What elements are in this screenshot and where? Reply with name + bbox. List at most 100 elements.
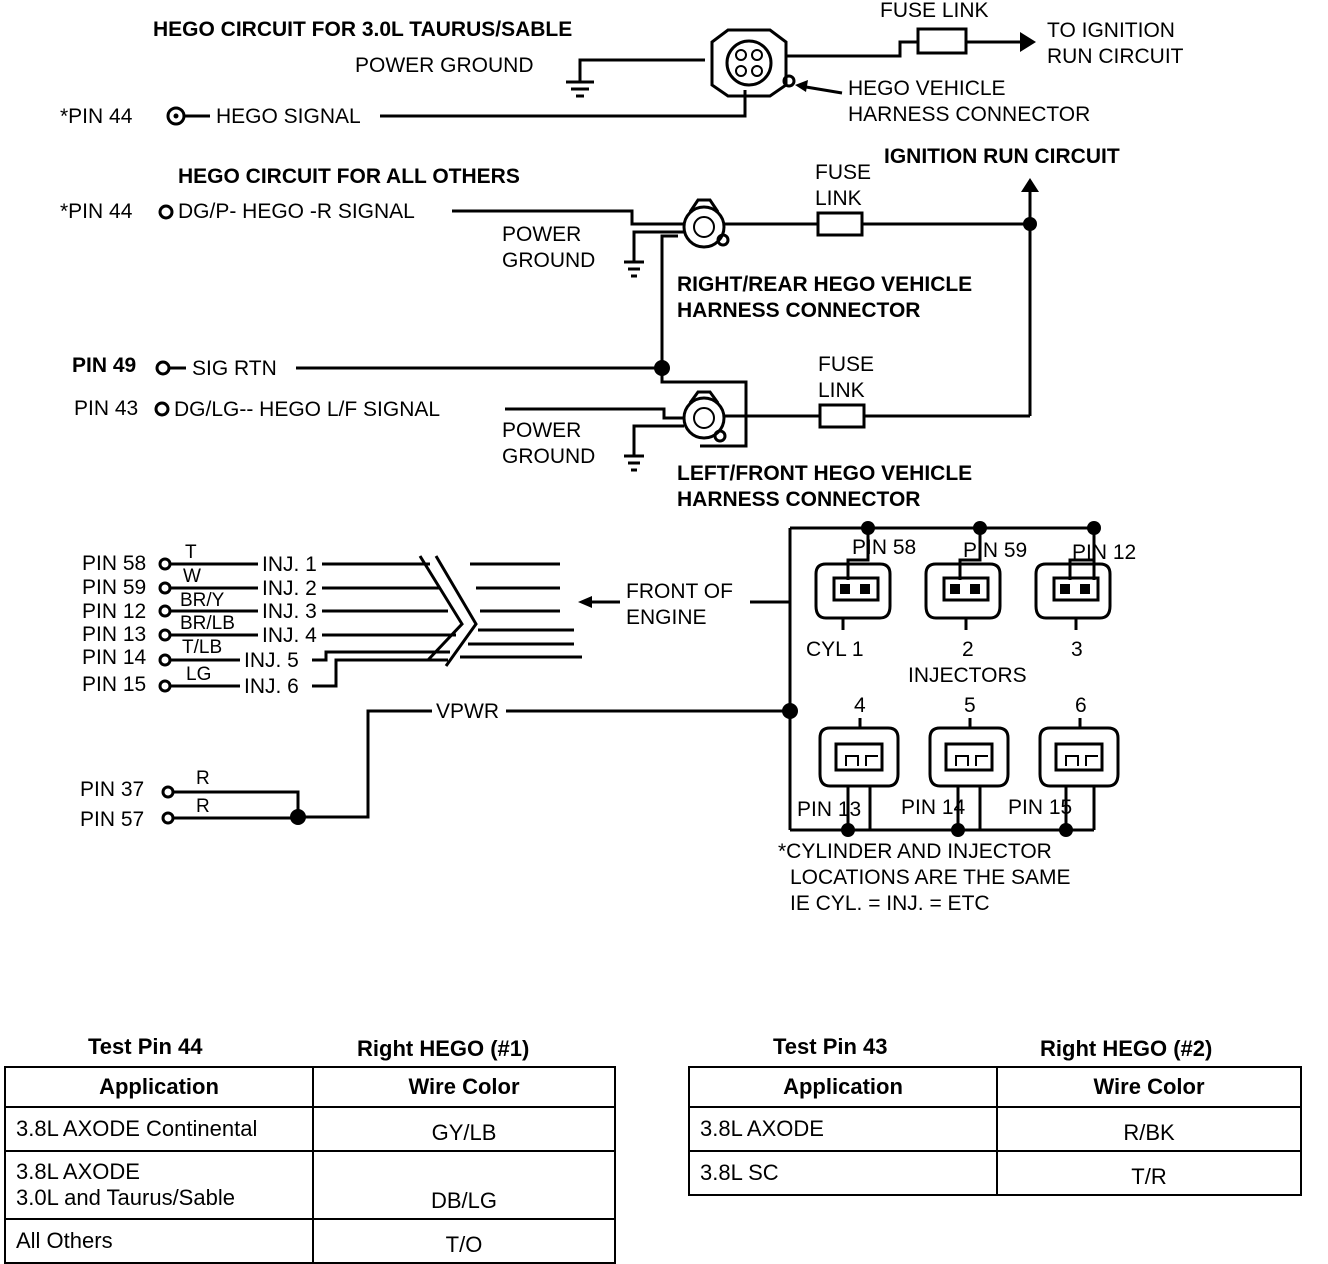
table-row: 3.8L AXODE Continental GY/LB xyxy=(4,1106,616,1152)
left-connector-label-2: HARNESS CONNECTOR xyxy=(677,488,920,511)
power-2: POWER xyxy=(502,419,581,442)
ground-1: GROUND xyxy=(502,249,595,272)
fuse-2-label-a: FUSE xyxy=(818,353,874,376)
front-label-2: ENGINE xyxy=(626,606,707,629)
r-label-1: R xyxy=(196,768,210,789)
pin43-label: PIN 43 xyxy=(74,397,138,420)
pin57-label: PIN 57 xyxy=(80,808,144,831)
bottom-pin-2: PIN 14 xyxy=(901,796,966,819)
top-pin-3: PIN 12 xyxy=(1072,541,1136,564)
pin37-label: PIN 37 xyxy=(80,778,144,801)
table1-header-app: Application xyxy=(4,1066,314,1108)
inj-label-6: INJ. 6 xyxy=(244,675,299,698)
hego-30-connector-label-1: HEGO VEHICLE xyxy=(848,77,1006,100)
pin49-label: PIN 49 xyxy=(72,354,136,377)
injector-cyl-3 xyxy=(1034,562,1112,630)
inj-pin-1: PIN 58 xyxy=(82,552,146,575)
cyl1-label: CYL 1 xyxy=(806,638,864,661)
hego-30-title: HEGO CIRCUIT FOR 3.0L TAURUS/SABLE xyxy=(153,18,572,41)
others-pin44-signal: DG/P- HEGO -R SIGNAL xyxy=(178,200,415,223)
inj-color-1: T xyxy=(185,542,197,563)
fuse-1-label-a: FUSE xyxy=(815,161,871,184)
inj-color-5: T/LB xyxy=(182,637,222,658)
table2-color-1: R/BK xyxy=(996,1106,1302,1152)
r-label-2: R xyxy=(196,796,210,817)
to-ignition-1: TO IGNITION xyxy=(1047,19,1175,42)
table-row: 3.8L AXODE R/BK xyxy=(688,1106,1302,1152)
left-front-hego-connector xyxy=(682,390,727,443)
hego-30-pin44: *PIN 44 xyxy=(60,105,133,128)
bottom-pin-1: PIN 13 xyxy=(797,798,861,821)
injectors-label: INJECTORS xyxy=(908,664,1027,687)
table1-color-1: GY/LB xyxy=(312,1106,616,1152)
injector-cyl-1 xyxy=(814,562,892,630)
left-connector-label-1: LEFT/FRONT HEGO VEHICLE xyxy=(677,462,972,485)
note-line-2: LOCATIONS ARE THE SAME xyxy=(790,866,1070,889)
table1-app-2: 3.8L AXODE 3.0L and Taurus/Sable xyxy=(4,1150,314,1220)
table1-app-2-line1: 3.8L AXODE xyxy=(16,1159,140,1184)
top-pin-1: PIN 58 xyxy=(852,536,916,559)
table2-color-2: T/R xyxy=(996,1150,1302,1196)
ground-2: GROUND xyxy=(502,445,595,468)
table-row: Application Wire Color xyxy=(688,1066,1302,1108)
table-row: All Others T/O xyxy=(4,1218,616,1264)
fuse-2 xyxy=(818,403,866,429)
table1-caption-left: Test Pin 44 xyxy=(88,1034,203,1059)
power-1: POWER xyxy=(502,223,581,246)
bottom-pin-3: PIN 15 xyxy=(1008,796,1072,819)
inj-pin-3: PIN 12 xyxy=(82,600,146,623)
pin43-signal: DG/LG-- HEGO L/F SIGNAL xyxy=(174,398,440,421)
inj-label-1: INJ. 1 xyxy=(262,553,317,576)
sig-rtn-label: SIG RTN xyxy=(192,357,277,380)
table2-header-color: Wire Color xyxy=(996,1066,1302,1108)
injector-harness: PIN 58 PIN 59 PIN 12 PIN 13 PIN 14 PIN 1… xyxy=(82,542,582,698)
fuse-1-label-b: LINK xyxy=(815,187,862,210)
inj-color-3: BR/Y xyxy=(180,590,225,611)
inj-color-4: BR/LB xyxy=(180,613,235,634)
note-line-3: IE CYL. = INJ. = ETC xyxy=(790,892,990,915)
table2-app-1: 3.8L AXODE xyxy=(688,1106,998,1152)
vpwr-label: VPWR xyxy=(436,700,499,723)
cyl5-label: 5 xyxy=(964,694,976,717)
cyl4-label: 4 xyxy=(854,694,866,717)
injector-cyl-2 xyxy=(924,562,1002,630)
table2-caption-left: Test Pin 43 xyxy=(773,1034,888,1059)
table-row: 3.8L SC T/R xyxy=(688,1150,1302,1196)
hego-30-fuse xyxy=(916,27,968,55)
injector-cyl-4 xyxy=(818,718,900,788)
inj-color-2: W xyxy=(183,566,201,587)
table1-app-1: 3.8L AXODE Continental xyxy=(4,1106,314,1152)
injector-cyl-6 xyxy=(1038,718,1120,788)
hego-30-fuse-label: FUSE LINK xyxy=(880,0,989,22)
table1-color-2: DB/LG xyxy=(312,1150,616,1220)
inj-label-4: INJ. 4 xyxy=(262,624,317,647)
inj-label-2: INJ. 2 xyxy=(262,577,317,600)
front-label-1: FRONT OF xyxy=(626,580,733,603)
table2-app-2: 3.8L SC xyxy=(688,1150,998,1196)
table1-app-2-line2: 3.0L and Taurus/Sable xyxy=(16,1185,235,1210)
right-rear-hego-connector xyxy=(682,198,730,249)
right-connector-label-2: HARNESS CONNECTOR xyxy=(677,299,920,322)
ignition-run-label: IGNITION RUN CIRCUIT xyxy=(884,145,1120,168)
hego-30-connector-label-2: HARNESS CONNECTOR xyxy=(848,103,1090,126)
cyl2-label: 2 xyxy=(962,638,974,661)
table2-header-app: Application xyxy=(688,1066,998,1108)
wiring-diagram: HEGO CIRCUIT FOR 3.0L TAURUS/SABLE POWER… xyxy=(60,0,1184,915)
table1: Application Wire Color 3.8L AXODE Contin… xyxy=(4,1066,616,1264)
table1-color-3: T/O xyxy=(312,1218,616,1264)
injector-cyl-5 xyxy=(928,718,1010,788)
table-row: 3.8L AXODE 3.0L and Taurus/Sable DB/LG xyxy=(4,1150,616,1220)
inj-pin-4: PIN 13 xyxy=(82,623,146,646)
hego-30-power-ground: POWER GROUND xyxy=(355,54,534,77)
inj-pin-2: PIN 59 xyxy=(82,576,146,599)
hego-others-title: HEGO CIRCUIT FOR ALL OTHERS xyxy=(178,165,520,188)
fuse-2-label-b: LINK xyxy=(818,379,865,402)
right-connector-label-1: RIGHT/REAR HEGO VEHICLE xyxy=(677,273,972,296)
table-row: Application Wire Color xyxy=(4,1066,616,1108)
top-pin-2: PIN 59 xyxy=(963,539,1027,562)
hego-30-signal-wire xyxy=(380,90,747,118)
table2-caption-right: Right HEGO (#2) xyxy=(1040,1036,1213,1061)
note-line-1: *CYLINDER AND INJECTOR xyxy=(778,840,1052,863)
table1-app-3: All Others xyxy=(4,1218,314,1264)
table1-header-color: Wire Color xyxy=(312,1066,616,1108)
